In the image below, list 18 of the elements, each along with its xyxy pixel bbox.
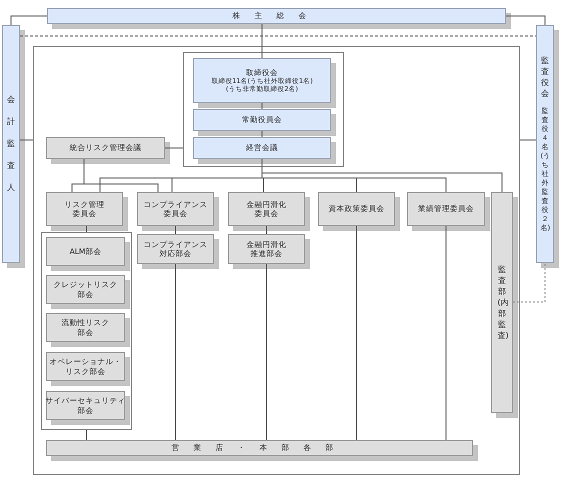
connector-line bbox=[262, 158, 502, 192]
box-label: 会計監査人 bbox=[6, 94, 16, 194]
group-frame bbox=[41, 232, 132, 430]
connector-line bbox=[86, 226, 87, 232]
group-frame bbox=[183, 52, 344, 167]
connector-line bbox=[84, 158, 158, 192]
connector-line bbox=[266, 264, 267, 440]
group-frame bbox=[33, 46, 520, 475]
connector-line bbox=[175, 264, 176, 440]
box-label: 監査役会 bbox=[540, 55, 550, 99]
connector-line bbox=[10, 16, 48, 26]
connector-line bbox=[356, 226, 357, 440]
box-label: 監査部(内部監査) bbox=[498, 264, 506, 341]
connector-line bbox=[506, 16, 546, 26]
connector-line bbox=[266, 226, 267, 234]
connector-line bbox=[175, 226, 176, 234]
connector-line bbox=[86, 430, 87, 440]
dashed-connector bbox=[512, 262, 546, 302]
